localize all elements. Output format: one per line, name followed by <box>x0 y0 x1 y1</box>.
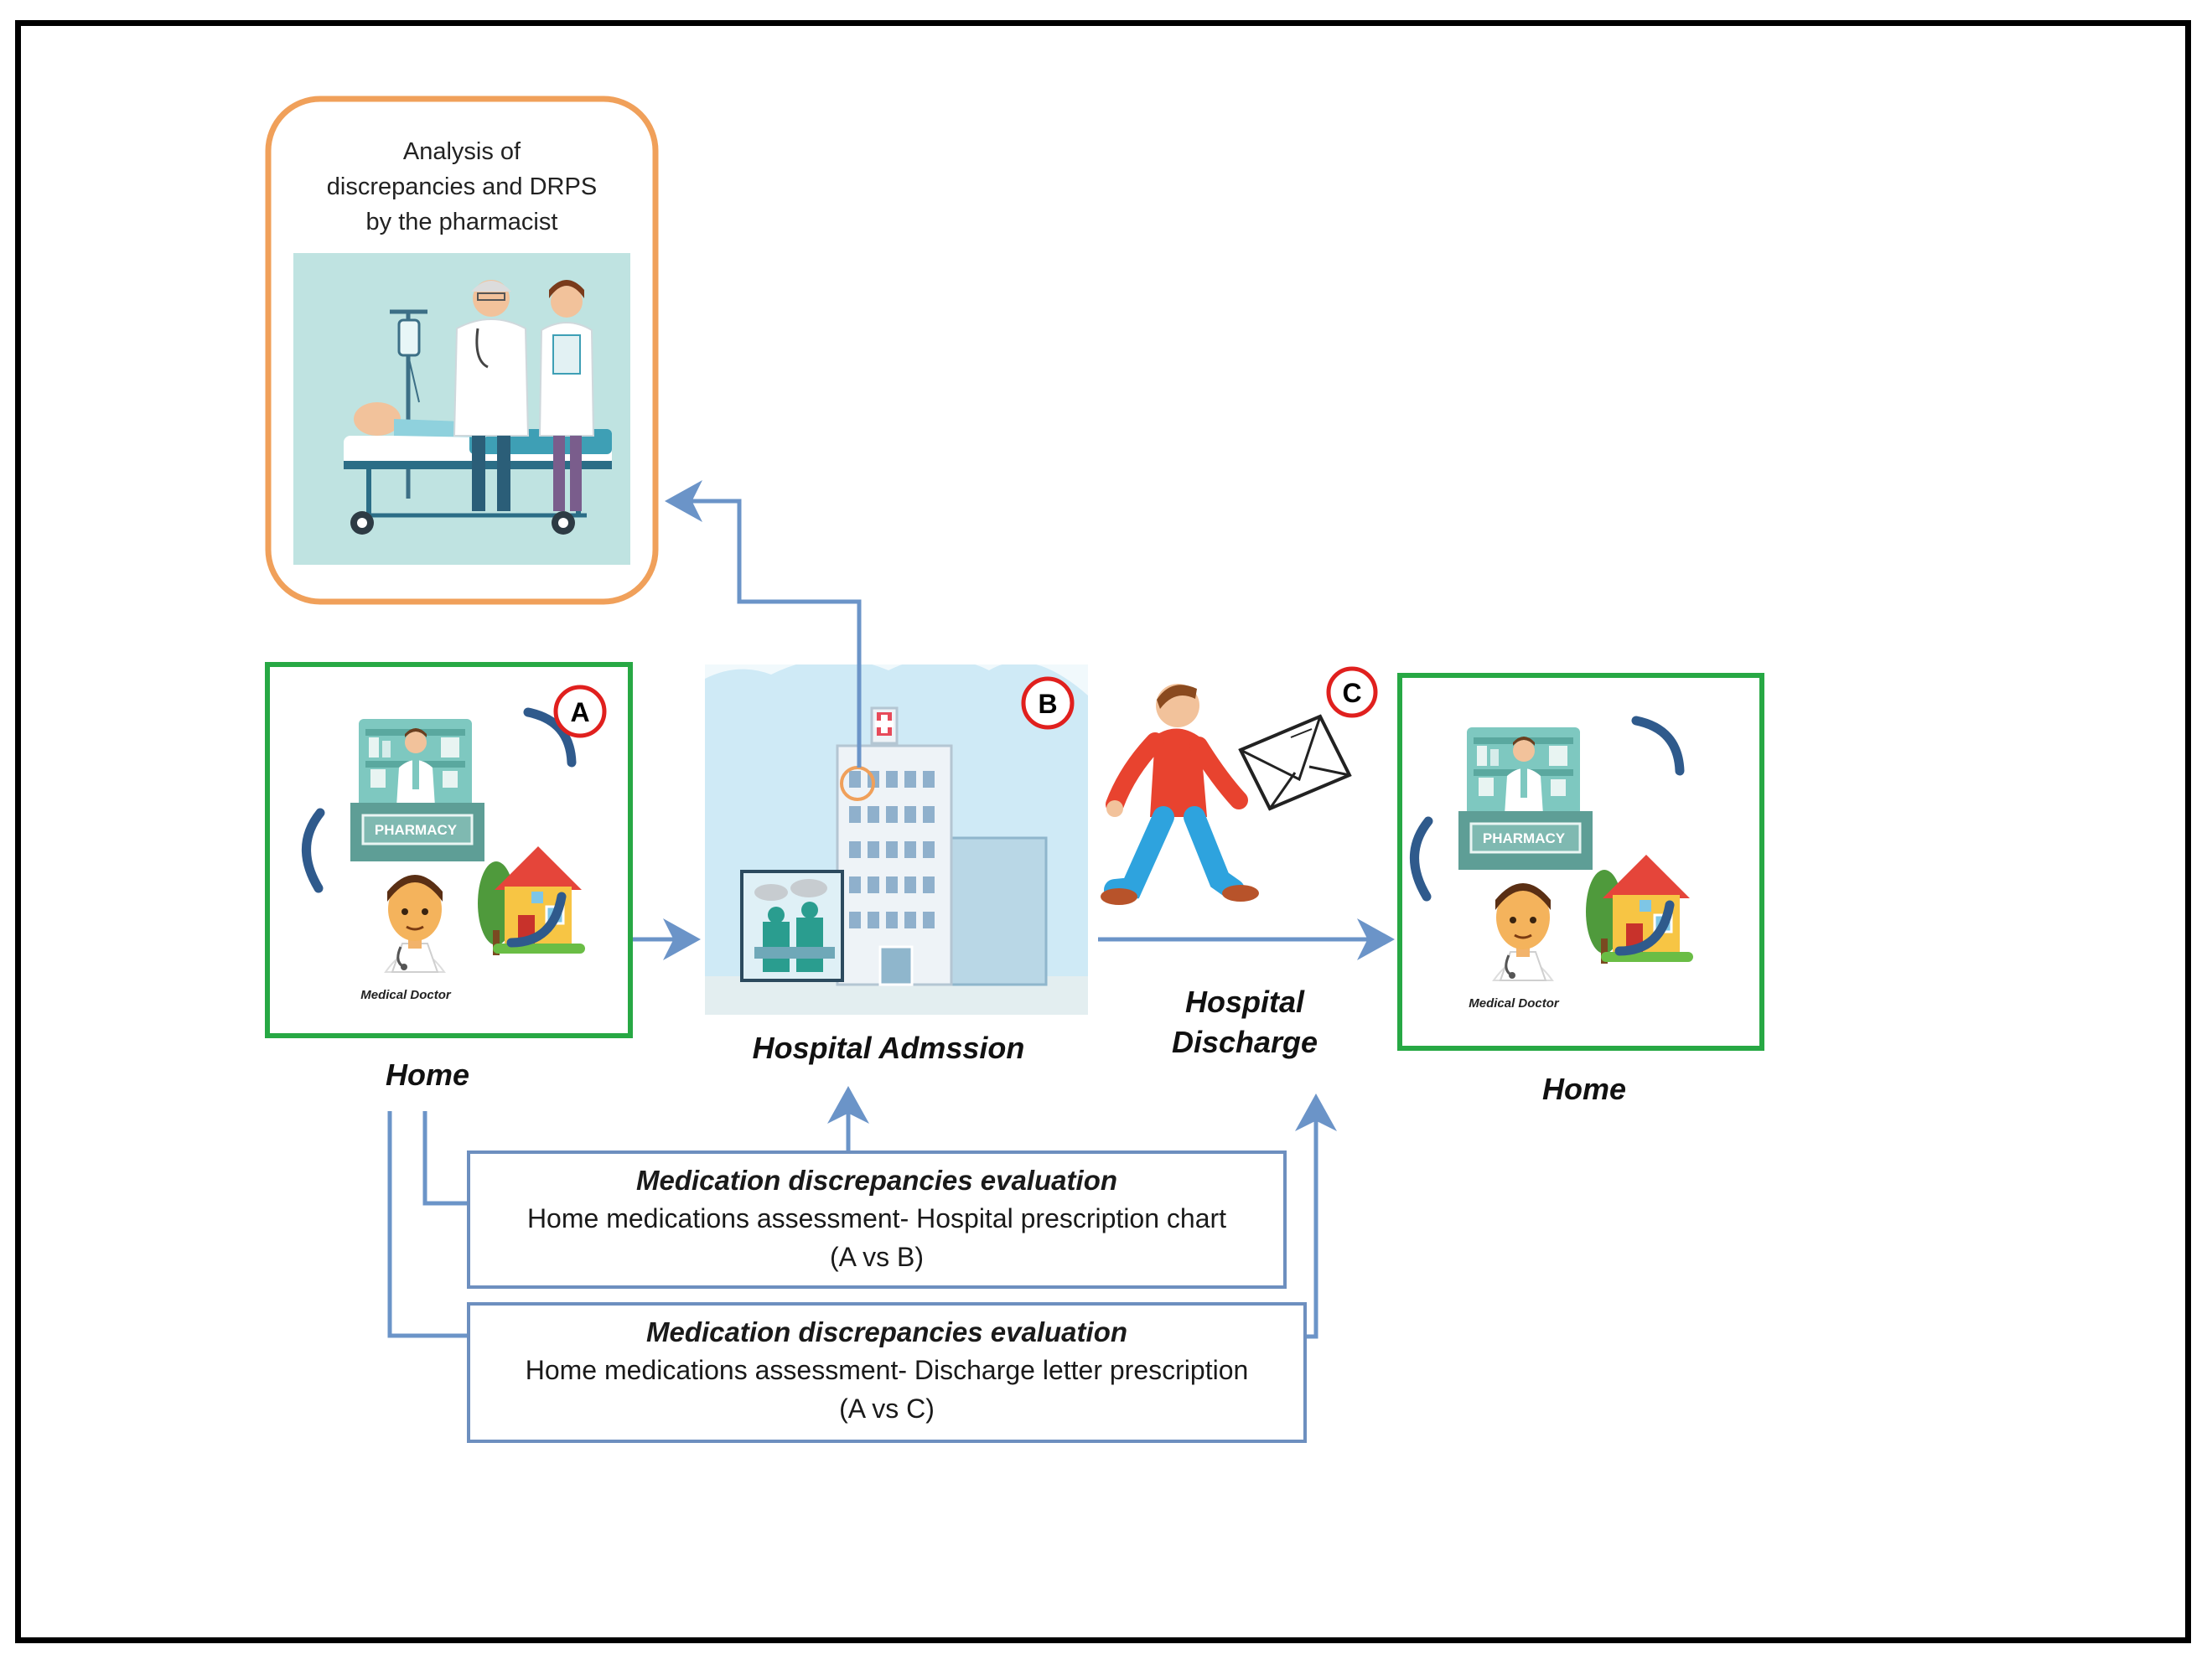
doctor-caption-right: Medical Doctor <box>1469 996 1560 1011</box>
svg-text:C: C <box>1342 678 1361 708</box>
badge-c: C <box>1326 666 1378 718</box>
evaluation-description: Home medications assessment- Hospital pr… <box>526 1203 1227 1233</box>
discharge-label-line-1: Hospital <box>1184 985 1304 1019</box>
figure-frame <box>15 20 2191 1643</box>
arrow-eval2-to-discharge <box>1295 1094 1337 1339</box>
letter-envelope-icon <box>1238 714 1352 811</box>
evaluation-title: Medication discrepancies evaluation <box>635 1165 1118 1196</box>
hospital-discharge-label: Hospital Discharge <box>1140 982 1349 1063</box>
analysis-title: Analysis of discrepancies and DRPS by th… <box>293 134 630 240</box>
walking-person-icon <box>1101 684 1259 905</box>
home-left-illustration: PHARMACY Medical Doctor <box>306 712 587 1002</box>
svg-text:A: A <box>570 697 589 727</box>
analysis-title-line-3: by the pharmacist <box>365 209 558 235</box>
evaluation-title: Medication discrepancies evaluation <box>645 1316 1128 1347</box>
connector-arrows <box>387 480 1395 1339</box>
doctor-caption: Medical Doctor <box>360 988 452 1002</box>
hospital-illustration <box>705 658 1088 1015</box>
analysis-title-line-2: discrepancies and DRPS <box>326 173 598 200</box>
evaluation-box-a-vs-c: Medication discrepancies evaluation Home… <box>467 1302 1307 1443</box>
badge-a: A <box>553 685 607 738</box>
evaluation-comparison: (A vs C) <box>839 1394 935 1424</box>
arrow-hospital-to-analysis <box>665 480 862 768</box>
pharmacy-sign-right: PHARMACY <box>1483 830 1566 846</box>
evaluation-comparison: (A vs B) <box>829 1242 924 1272</box>
doctor-icon-right <box>1475 870 1571 982</box>
evaluation-box-a-vs-b: Medication discrepancies evaluation Home… <box>467 1151 1287 1289</box>
evaluation-description: Home medications assessment- Discharge l… <box>525 1355 1249 1385</box>
analysis-title-line-1: Analysis of <box>402 138 521 165</box>
line-home-to-eval2 <box>387 1111 469 1338</box>
svg-text:B: B <box>1038 689 1057 719</box>
hospital-admission-label: Hospital Admssion <box>752 1031 1025 1065</box>
line-home-to-eval1 <box>422 1111 469 1206</box>
badge-b: B <box>1021 676 1075 730</box>
home-left-label: Home <box>385 1057 470 1092</box>
doctor-icon <box>367 861 463 974</box>
home-right-illustration: PHARMACY Medical Doctor <box>1414 721 1695 1011</box>
hospital-bed-illustration <box>293 253 630 565</box>
discharge-label-line-2: Discharge <box>1171 1025 1318 1059</box>
home-right-label: Home <box>1541 1072 1627 1106</box>
pharmacy-sign: PHARMACY <box>375 822 458 838</box>
